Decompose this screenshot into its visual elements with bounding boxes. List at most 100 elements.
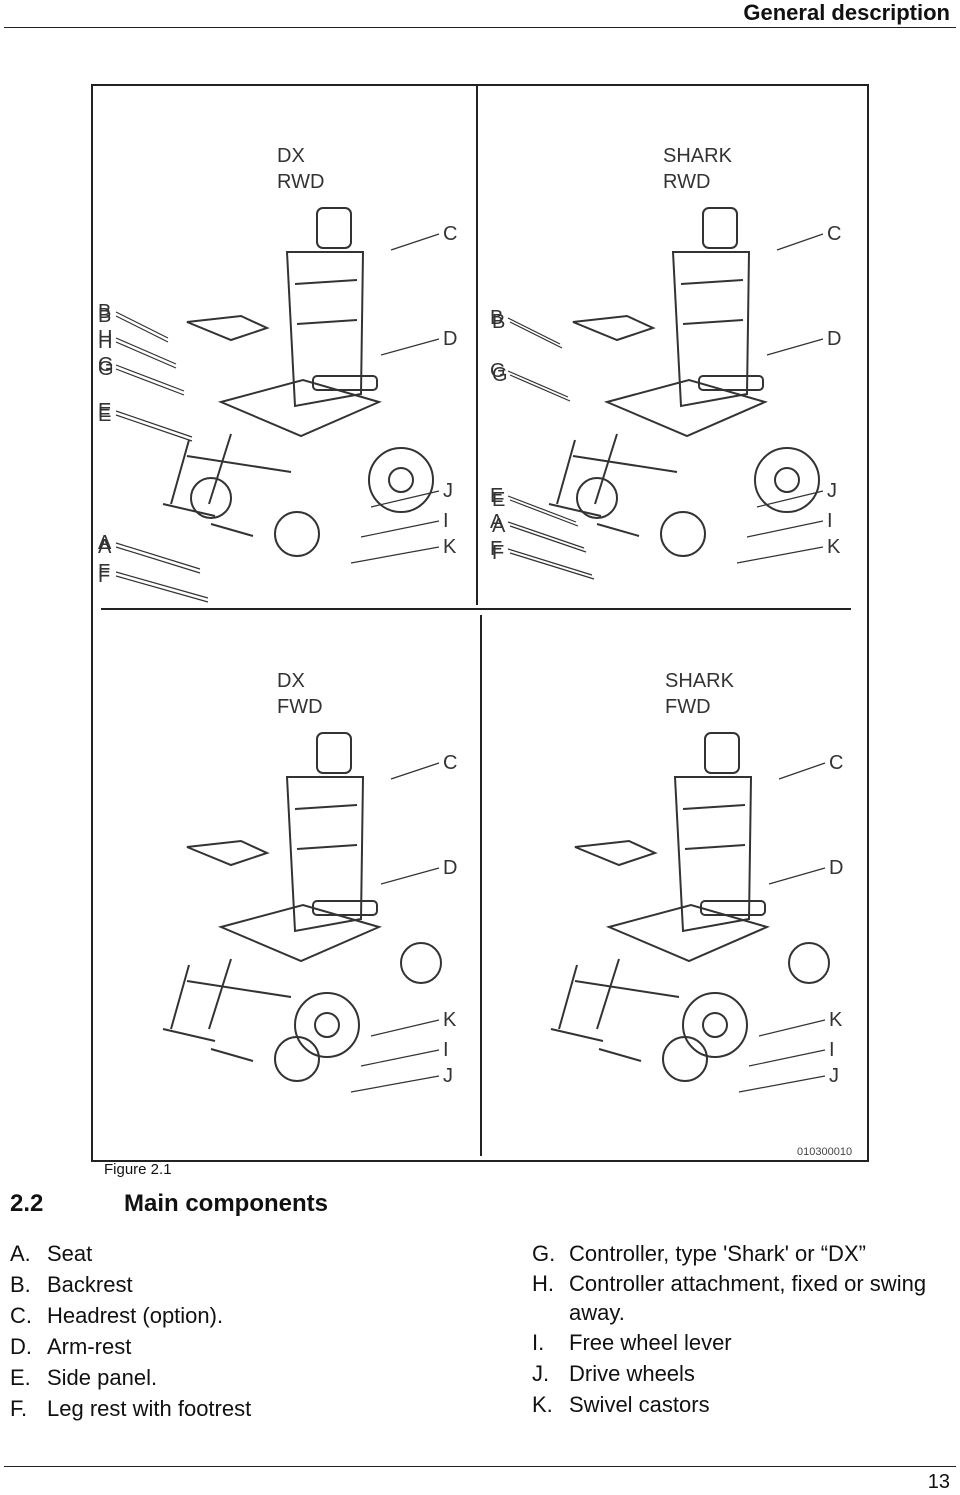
callout-label: K: [827, 536, 841, 558]
armrest-shape: [700, 900, 766, 916]
item-text: Leg rest with footrest: [47, 1396, 252, 1421]
callout-leader: [766, 338, 824, 356]
headrest-shape: [316, 732, 352, 774]
legrest-frame: [162, 958, 292, 1062]
drive-wheel-shape: [754, 447, 820, 513]
callout-leader: [380, 867, 440, 885]
callout-leader: [768, 867, 826, 885]
item-text: Drive wheels: [569, 1361, 695, 1386]
legrest-frame: [548, 433, 678, 537]
callout-label: D: [443, 328, 457, 350]
legrest-frame: [550, 958, 680, 1062]
castor-wheel-shape: [190, 477, 232, 519]
callout-label: B: [98, 305, 111, 327]
callout-leader: [738, 1075, 826, 1093]
drive-wheel-shape: [294, 992, 360, 1058]
front-wheel-shape: [662, 1036, 708, 1082]
callout-label: A: [492, 515, 506, 537]
item-text: Controller, type 'Shark' or “DX”: [569, 1241, 866, 1266]
panel-drive-label: FWD: [665, 696, 711, 718]
callout-leader: [115, 414, 193, 442]
callout-leader: [509, 552, 595, 580]
callout-label: B: [490, 307, 503, 329]
castor-wheel-shape: [788, 942, 830, 984]
list-item: A.Seat: [10, 1238, 251, 1269]
callout-label: D: [827, 328, 841, 350]
callout-leader: [509, 499, 579, 527]
callout-label: K: [443, 1009, 457, 1031]
callout-leader: [360, 1049, 440, 1067]
panel-model-label: DX: [277, 145, 305, 167]
armrest-shape: [312, 900, 378, 916]
backrest-shape: [285, 776, 365, 933]
item-letter: H.: [532, 1271, 554, 1296]
callout-leader: [115, 410, 193, 438]
wheelchair-figure: DXRWDBHGEAFCDJIKSHARKRWDBGEAFCDJIKDXFWDB…: [98, 86, 852, 1158]
item-letter: D.: [10, 1334, 32, 1359]
panel-model-label: DX: [277, 670, 305, 692]
backrest-shape: [671, 251, 751, 408]
item-text: Headrest (option).: [47, 1303, 224, 1328]
callout-label: H: [98, 331, 112, 353]
list-item: J. Drive wheels: [532, 1358, 932, 1389]
item-text: Arm-rest: [47, 1334, 132, 1359]
callout-label: J: [443, 1065, 453, 1087]
callout-leader: [776, 233, 824, 251]
callout-label: I: [443, 1039, 449, 1061]
page-number: 13: [927, 1471, 950, 1493]
item-letter: J.: [532, 1361, 550, 1386]
callout-label: E: [492, 489, 505, 511]
controller-shape: [572, 314, 656, 342]
section-number: 2.2: [10, 1190, 44, 1217]
item-text: Free wheel lever: [569, 1330, 732, 1355]
item-letter: C.: [10, 1303, 32, 1328]
backrest-shape: [673, 776, 753, 933]
footer-rule: [4, 1466, 956, 1467]
callout-label: I: [829, 1039, 835, 1061]
callout-label: I: [827, 510, 833, 532]
controller-shape: [186, 314, 270, 342]
callout-label: F: [490, 538, 502, 560]
callout-leader: [758, 1019, 826, 1037]
item-letter: G.: [532, 1241, 556, 1266]
front-wheel-shape: [274, 1036, 320, 1082]
item-text: Backrest: [47, 1272, 133, 1297]
callout-label: C: [827, 223, 841, 245]
callout-leader: [370, 490, 440, 508]
item-letter: K.: [532, 1392, 553, 1417]
callout-label: D: [829, 857, 843, 879]
components-list-right: G. Controller, type 'Shark' or “DX” H. Con…: [532, 1238, 932, 1420]
components-list-left: A.Seat B. Backrest C. Headrest (option). D…: [10, 1238, 251, 1424]
item-letter: A.: [10, 1241, 31, 1266]
drive-wheel-shape: [682, 992, 748, 1058]
item-text: Controller attachment, fixed or swing aw…: [569, 1271, 927, 1325]
callout-label: B: [98, 301, 111, 323]
callout-label: I: [443, 510, 449, 532]
callout-leader: [390, 233, 440, 251]
callout-leader: [390, 762, 440, 780]
item-letter: B.: [10, 1272, 31, 1297]
armrest-shape: [312, 375, 378, 391]
panel-model-label: SHARK: [665, 670, 735, 692]
callout-leader: [115, 542, 201, 570]
seat-shape: [217, 903, 382, 963]
castor-wheel-shape: [400, 942, 442, 984]
panel-drive-label: RWD: [663, 171, 710, 193]
callout-label: J: [829, 1065, 839, 1087]
callout-label: B: [492, 311, 505, 333]
callout-leader: [360, 520, 440, 538]
figure-frame: [91, 84, 869, 1162]
seat-shape: [217, 378, 382, 438]
list-item: H. Controller attachment, fixed or swing …: [532, 1269, 932, 1327]
headrest-shape: [704, 732, 740, 774]
list-item: C. Headrest (option).: [10, 1300, 251, 1331]
list-item: K.Swivel castors: [532, 1389, 932, 1420]
panel-drive-label: FWD: [277, 696, 323, 718]
controller-shape: [574, 839, 658, 867]
castor-wheel-shape: [576, 477, 618, 519]
drive-wheel-hub: [314, 1012, 340, 1038]
